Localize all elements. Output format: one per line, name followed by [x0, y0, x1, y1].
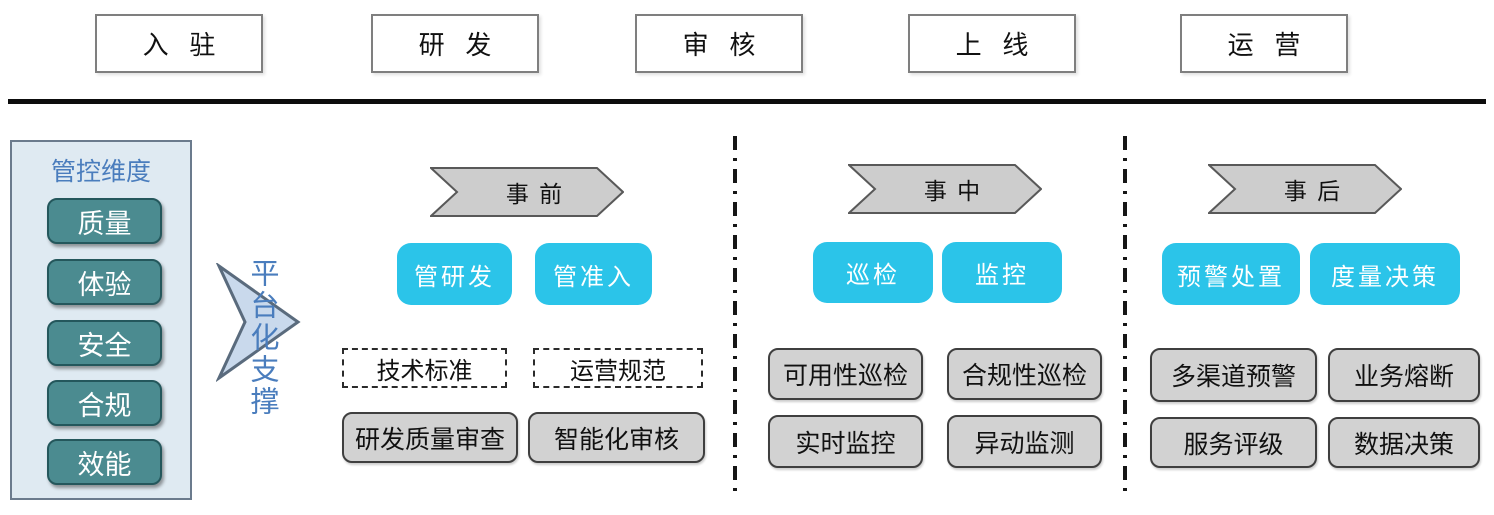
- control-item-efficiency: 效能: [47, 439, 162, 485]
- phase-box-launch: 上线: [908, 14, 1076, 73]
- measure-dev-quality-review: 研发质量审查: [342, 412, 518, 463]
- phase-label: 上线: [955, 31, 1050, 60]
- measure-availability-inspection: 可用性巡检: [768, 348, 923, 400]
- phase-label: 研发: [418, 31, 513, 60]
- separator-dashed-2: [1123, 136, 1127, 492]
- phase-box-review: 审核: [635, 14, 803, 73]
- control-dimension-panel: 管控维度 质量 体验 安全 合规 效能: [10, 140, 192, 500]
- action-manage-access: 管准入: [535, 243, 652, 305]
- phase-box-development: 研发: [371, 14, 539, 73]
- chevron-banner-icon: [430, 167, 624, 217]
- control-item-security: 安全: [47, 320, 162, 366]
- stage-banner-post-label: 事后: [1283, 179, 1351, 204]
- measure-business-circuit-break: 业务熔断: [1328, 348, 1480, 402]
- measure-intelligent-audit: 智能化审核: [528, 412, 705, 463]
- phase-label: 审核: [682, 31, 777, 60]
- stage-banner-in-label: 事中: [923, 179, 991, 204]
- phase-label: 运营: [1227, 31, 1322, 60]
- phase-box-onboarding: 入驻: [95, 14, 263, 73]
- top-divider-line: [8, 99, 1486, 104]
- stage-banner-pre-label: 事前: [505, 182, 573, 207]
- measure-anomaly-detection: 异动监测: [947, 415, 1102, 468]
- control-panel-title: 管控维度: [50, 159, 151, 186]
- phase-label: 入驻: [142, 31, 237, 60]
- control-item-quality: 质量: [47, 198, 162, 244]
- action-monitoring: 监控: [942, 242, 1062, 303]
- stage-banner-in: 事中: [848, 164, 1042, 214]
- stage-banner-post: 事后: [1208, 164, 1402, 214]
- chevron-banner-icon: [848, 164, 1042, 214]
- platform-support-label: 平台化支撑: [246, 257, 278, 418]
- measure-realtime-monitoring: 实时监控: [768, 415, 923, 468]
- separator-dashed-1: [733, 136, 737, 492]
- standard-operation: 运营规范: [533, 348, 703, 388]
- standard-tech: 技术标准: [342, 348, 507, 388]
- measure-service-rating: 服务评级: [1150, 417, 1317, 468]
- phase-box-operation: 运营: [1180, 14, 1348, 73]
- measure-data-decision: 数据决策: [1328, 417, 1480, 468]
- control-item-compliance: 合规: [47, 380, 162, 426]
- measure-multichannel-alert: 多渠道预警: [1150, 348, 1317, 402]
- measure-compliance-inspection: 合规性巡检: [947, 348, 1102, 400]
- stage-banner-pre: 事前: [430, 167, 624, 217]
- action-alert-handling: 预警处置: [1162, 243, 1300, 305]
- action-inspection: 巡检: [813, 242, 933, 303]
- platform-support-arrow-icon: [216, 263, 301, 382]
- control-item-experience: 体验: [47, 259, 162, 305]
- chevron-banner-icon: [1208, 164, 1402, 214]
- action-metric-decision: 度量决策: [1310, 243, 1460, 305]
- action-manage-dev: 管研发: [397, 243, 512, 305]
